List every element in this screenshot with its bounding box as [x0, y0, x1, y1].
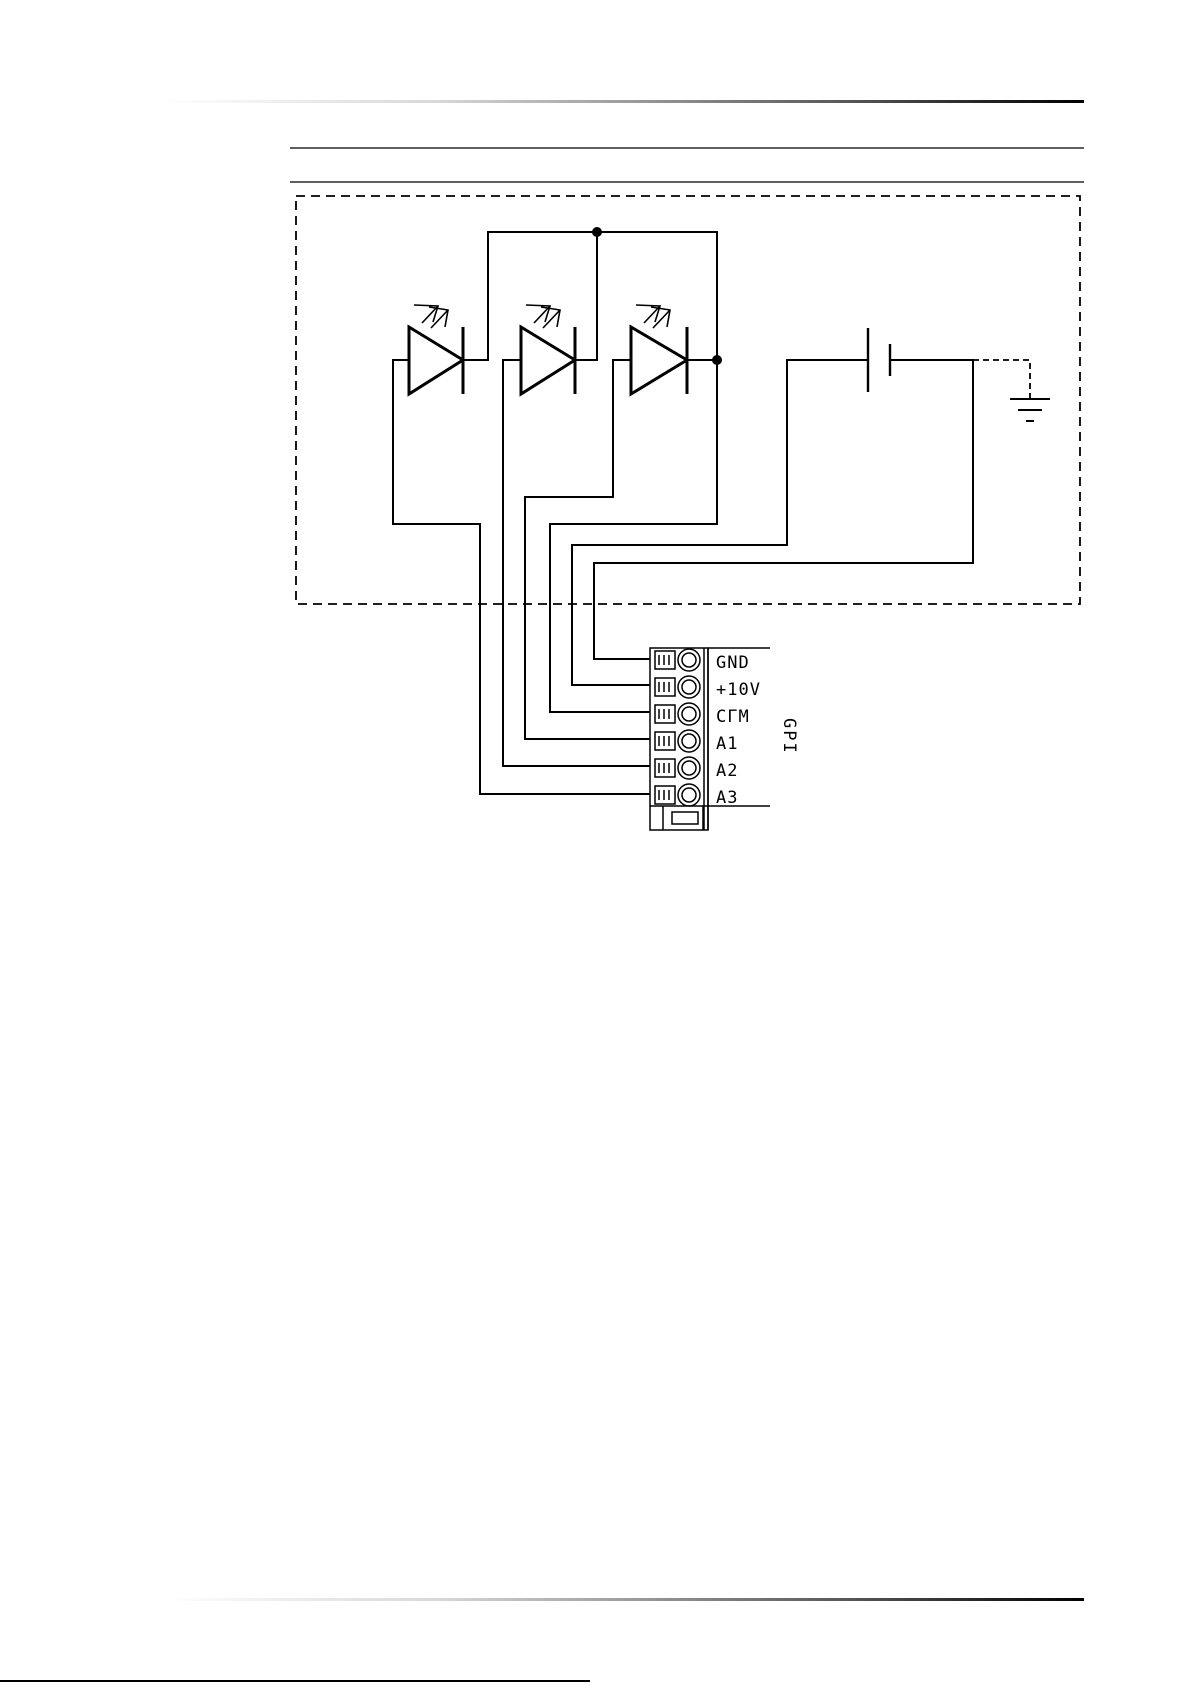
terminal-screw	[655, 649, 700, 671]
middle-drop-wire	[575, 232, 597, 360]
junction-dot-top	[592, 227, 602, 237]
terminal-screw	[655, 784, 700, 806]
terminal-screw	[655, 757, 700, 779]
pin-label-a3: A3	[716, 788, 738, 808]
light-emission-icon	[526, 305, 560, 328]
pin-label-plus10v: +10V	[716, 680, 761, 700]
led-1	[409, 305, 463, 394]
terminal-block	[650, 648, 770, 830]
wire-plus10v	[572, 360, 868, 685]
wire-a3	[393, 360, 650, 794]
wire-gnd	[594, 360, 973, 659]
footer-rule	[160, 1598, 1084, 1601]
light-emission-icon	[636, 305, 670, 328]
junction-dot-right	[712, 355, 722, 365]
connector-group-label: GPI	[779, 718, 799, 755]
led-2	[521, 305, 575, 394]
pin-label-sgm: СГМ	[716, 707, 750, 727]
top-bus-wire	[463, 232, 717, 360]
ground-icon	[973, 360, 1050, 421]
pin-label-a2: A2	[716, 761, 738, 781]
pin-label-a1: A1	[716, 734, 738, 754]
terminal-screw	[655, 730, 700, 752]
pin-label-gnd: GND	[716, 653, 750, 673]
page-edge-rule	[0, 1680, 590, 1682]
terminal-screw	[655, 703, 700, 725]
led-3	[631, 305, 687, 394]
dashed-enclosure	[296, 196, 1080, 604]
wire-a1	[525, 360, 650, 739]
terminal-screw	[655, 676, 700, 698]
light-emission-icon	[414, 305, 448, 328]
wiring-schematic: GND +10V СГМ A1 A2 A3 GPI	[0, 0, 1191, 900]
battery-symbol	[868, 328, 890, 392]
